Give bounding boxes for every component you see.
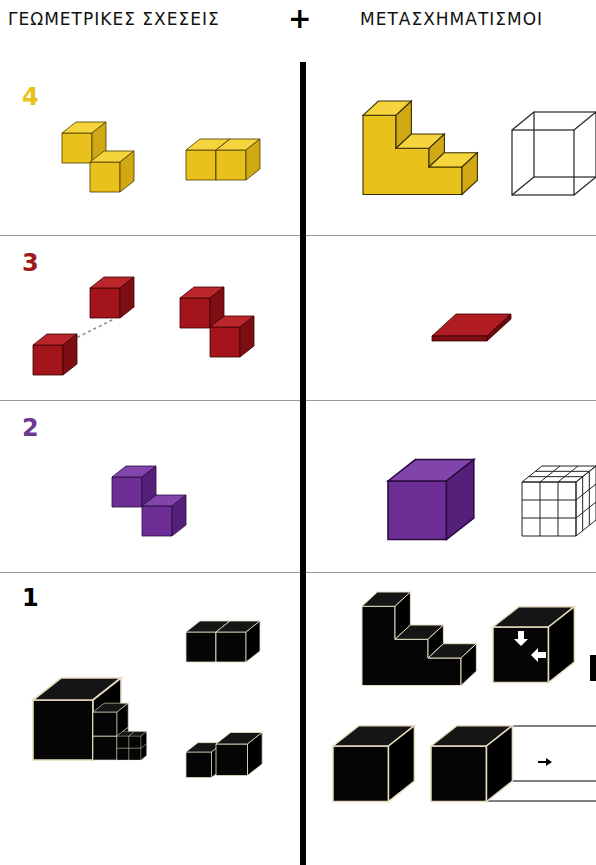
grid-stroke: [542, 466, 596, 467]
grid-stroke: [529, 476, 583, 477]
extruded-cube: [431, 726, 596, 802]
row-separators: [0, 236, 596, 573]
black-cubes: [33, 592, 596, 802]
level-number: 3: [22, 250, 39, 276]
grid-stroke: [576, 484, 596, 500]
grid-stroke: [522, 518, 576, 519]
arrows-on-cube: [514, 631, 546, 662]
red-plate: [432, 314, 511, 341]
plus-sign: +: [288, 4, 311, 35]
grid-cube: [522, 466, 596, 536]
center-divider: [300, 62, 306, 865]
grid-stroke: [522, 536, 576, 537]
grid-stroke: [535, 471, 589, 472]
grid-stroke: [576, 482, 577, 536]
grid-stroke: [522, 482, 523, 536]
grid-stroke: [540, 482, 541, 536]
grid-stroke: [558, 482, 559, 536]
column-heading: ΓΕΩΜΕΤΡΙΚΕΣ ΣΧΕΣΕΙΣ: [8, 10, 220, 29]
grid-stroke: [576, 520, 596, 536]
grid-stroke: [576, 502, 596, 518]
red-cubes: [33, 277, 254, 375]
grid-stroke: [540, 466, 560, 482]
grid-stroke: [576, 466, 596, 482]
grid-stroke: [576, 482, 577, 536]
purple-cubes: [112, 460, 474, 540]
yellow-cubes: [62, 101, 477, 195]
level-number: 4: [22, 84, 39, 110]
level-number: 2: [22, 415, 39, 441]
grid-stroke: [522, 482, 576, 483]
grid-stroke: [576, 466, 596, 482]
grid-stroke: [522, 500, 576, 501]
grid-stroke: [522, 482, 576, 483]
grid-stroke: [589, 471, 590, 525]
level-number: 1: [22, 585, 39, 611]
grid-stroke: [558, 466, 578, 482]
grid-stroke: [582, 477, 583, 531]
column-heading: ΜΕΤΑΣΧΗΜΑΤΙΣΜΟΙ: [360, 10, 543, 29]
grid-stroke: [522, 466, 542, 482]
wireframe-cube: [512, 112, 596, 195]
